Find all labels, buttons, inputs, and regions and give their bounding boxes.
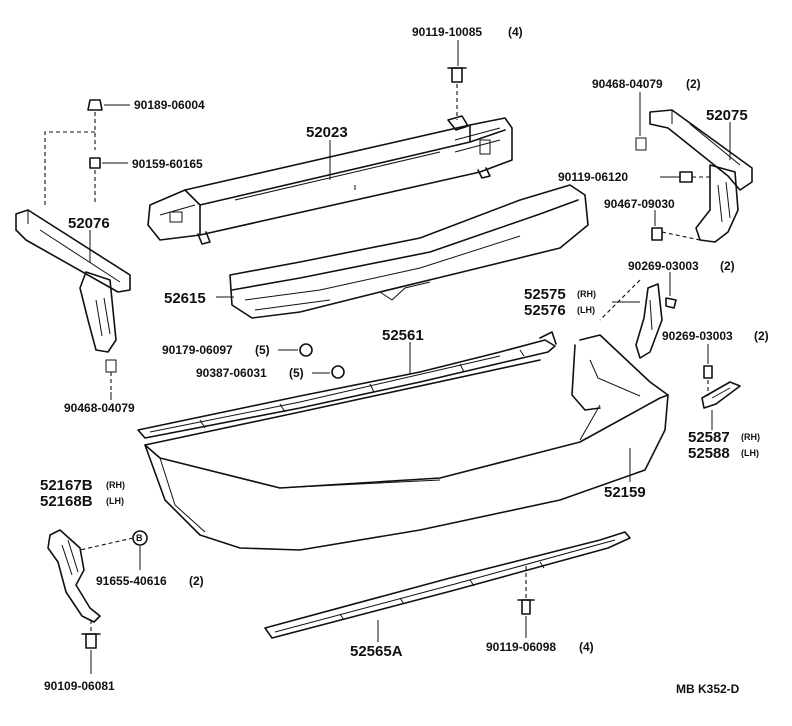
nut-90387-06031 [331, 365, 345, 379]
side-bracket-52575 [635, 283, 663, 359]
lower-molding-52565A [264, 531, 631, 639]
label-91655-40616: 91655-40616 [96, 574, 167, 588]
side-52588: (LH) [741, 448, 759, 458]
bolt-90119-06098 [517, 566, 535, 615]
label-90109-06081: 90109-06081 [44, 679, 115, 693]
label-90119-06098: 90119-06098 [486, 640, 556, 654]
qty-91655-40616: (2) [189, 574, 204, 588]
bracket-52075 [635, 109, 753, 243]
label-90387-06031: 90387-06031 [196, 366, 267, 380]
part-labels: 90119-10085 (4) 90189-06004 90159-60165 … [40, 25, 769, 696]
clip-52587 [701, 381, 741, 409]
label-52159: 52159 [604, 484, 646, 501]
qty-90119-06098: (4) [579, 640, 594, 654]
svg-text:B: B [136, 533, 143, 543]
label-52167B: 52167B [40, 477, 93, 494]
side-52576: (LH) [577, 305, 595, 315]
label-52588: 52588 [688, 445, 730, 462]
qty-90468-04079-top: (2) [686, 77, 701, 91]
lower-bracket-52167B [47, 529, 101, 623]
label-90269-03003-b: 90269-03003 [662, 329, 733, 343]
nut-90119-06120 [679, 171, 712, 183]
bolt-90119-10085 [447, 67, 467, 120]
energy-absorber-52615 [229, 184, 589, 319]
bracket-52076 [15, 209, 131, 373]
label-90119-06120: 90119-06120 [558, 170, 628, 184]
label-52575: 52575 [524, 286, 566, 303]
label-52076: 52076 [68, 215, 110, 232]
qty-90269-03003-b: (2) [754, 329, 769, 343]
clip-91655-40616: B [79, 530, 148, 551]
qty-90387-06031: (5) [289, 366, 304, 380]
nut-90179-06097 [299, 343, 313, 357]
label-90467-09030: 90467-09030 [604, 197, 675, 211]
reinforcement-beam-52023 [147, 115, 513, 245]
label-52168B: 52168B [40, 493, 93, 510]
side-52168B: (LH) [106, 496, 124, 506]
label-90468-04079-left: 90468-04079 [64, 401, 135, 415]
qty-90269-03003-a: (2) [720, 259, 735, 273]
bumper-cover-52159 [144, 334, 669, 551]
side-52575: (RH) [577, 289, 596, 299]
label-90159-60165: 90159-60165 [132, 157, 203, 171]
label-52565A: 52565A [350, 643, 403, 660]
label-90468-04079-top: 90468-04079 [592, 77, 663, 91]
label-90189-06004: 90189-06004 [134, 98, 205, 112]
side-52167B: (RH) [106, 480, 125, 490]
clip-90189-06004 [87, 99, 103, 150]
diagram-footer-code: MB K352-D [676, 682, 740, 696]
bolt-90159-60165 [44, 131, 101, 208]
label-52023: 52023 [306, 124, 348, 141]
label-90269-03003-a: 90269-03003 [628, 259, 699, 273]
label-52576: 52576 [524, 302, 566, 319]
screw-90269-03003-b [703, 365, 713, 396]
label-52075: 52075 [706, 107, 748, 124]
leader-lines [89, 40, 731, 674]
bolt-90467-09030 [651, 227, 701, 241]
bumper-retainer-52561 [137, 331, 557, 439]
label-90119-10085: 90119-10085 [412, 25, 482, 39]
screw-90269-03003-a [599, 279, 677, 321]
qty-90119-10085: (4) [508, 25, 523, 39]
label-52615: 52615 [164, 290, 206, 307]
label-52561: 52561 [382, 327, 424, 344]
label-52587: 52587 [688, 429, 730, 446]
qty-90179-06097: (5) [255, 343, 270, 357]
label-90179-06097: 90179-06097 [162, 343, 233, 357]
bolt-90109-06081 [81, 620, 101, 649]
side-52587: (RH) [741, 432, 760, 442]
